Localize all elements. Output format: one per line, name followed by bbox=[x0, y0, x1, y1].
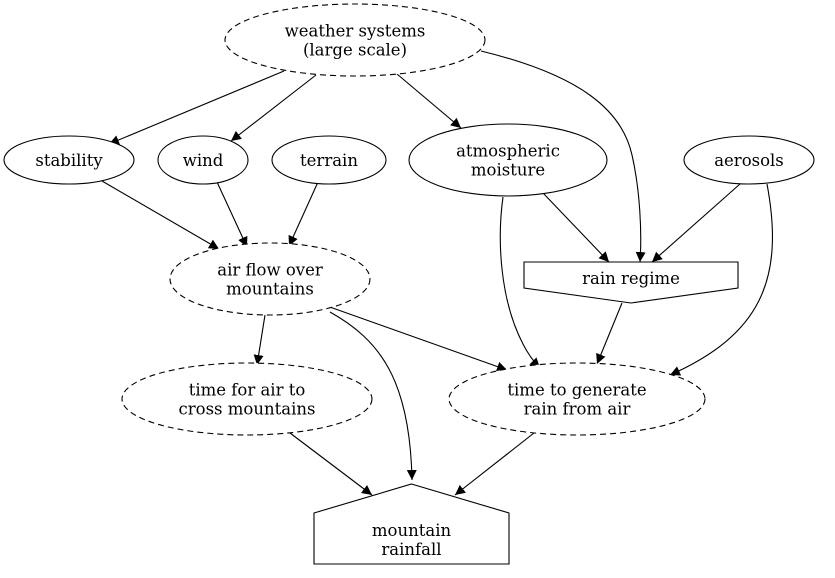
node-label-time-cross-line-1: time for air to bbox=[189, 381, 306, 400]
edge-aerosols-to-time-generate bbox=[669, 183, 773, 376]
node-label-wind: wind bbox=[183, 151, 224, 170]
node-label-time-generate-line-1: time to generate bbox=[507, 381, 646, 400]
node-shape-rain-regime bbox=[523, 261, 739, 304]
edge-atmospheric-moisture-to-time-generate bbox=[499, 196, 541, 369]
edge-weather-systems-to-rain-regime bbox=[480, 50, 646, 263]
edge-time-cross-to-mountain-rainfall bbox=[289, 432, 373, 496]
node-shape-time-generate bbox=[448, 362, 706, 436]
edge-rain-regime-to-time-generate bbox=[596, 302, 623, 365]
node-label-weather-systems-line-1: weather systems bbox=[285, 22, 426, 41]
node-label-time-cross-line-2: cross mountains bbox=[179, 400, 316, 419]
edge-atmospheric-moisture-to-rain-regime bbox=[542, 192, 610, 263]
node-shape-stability bbox=[3, 135, 135, 185]
edge-air-flow-to-mountain-rainfall bbox=[329, 311, 417, 481]
node-label-mountain-rainfall-line-2: rainfall bbox=[381, 540, 441, 559]
node-label-atmospheric-moisture-line-1: atmospheric bbox=[456, 142, 560, 161]
edge-stability-to-air-flow bbox=[101, 180, 220, 250]
node-label-air-flow-line-1: air flow over bbox=[217, 261, 323, 280]
node-shape-atmospheric-moisture bbox=[408, 123, 608, 197]
nodes-layer: weather systems(large scale) stability win… bbox=[3, 3, 815, 565]
node-shape-aerosols bbox=[683, 135, 815, 185]
node-label-aerosols: aerosols bbox=[714, 151, 784, 170]
edge-weather-systems-to-atmospheric-moisture bbox=[396, 73, 462, 129]
node-stability: stability bbox=[3, 135, 135, 185]
edge-weather-systems-to-stability bbox=[108, 70, 285, 145]
node-shape-air-flow bbox=[169, 242, 371, 316]
edge-air-flow-to-time-cross bbox=[253, 314, 266, 366]
node-rain-regime: rain regime bbox=[523, 261, 739, 304]
edge-time-generate-to-mountain-rainfall bbox=[454, 432, 535, 496]
node-shape-terrain bbox=[271, 135, 387, 185]
edge-terrain-to-air-flow bbox=[288, 181, 319, 247]
node-label-terrain: terrain bbox=[300, 151, 358, 170]
node-shape-wind bbox=[157, 135, 249, 185]
edge-wind-to-air-flow bbox=[216, 181, 248, 248]
node-label-rain-regime: rain regime bbox=[582, 269, 680, 288]
node-wind: wind bbox=[157, 135, 249, 185]
edges-layer bbox=[101, 50, 773, 496]
node-aerosols: aerosols bbox=[683, 135, 815, 185]
edge-aerosols-to-rain-regime bbox=[651, 183, 741, 263]
node-terrain: terrain bbox=[271, 135, 387, 185]
node-shape-time-cross bbox=[121, 362, 373, 436]
node-label-mountain-rainfall-line-1: mountain bbox=[372, 521, 452, 540]
node-weather-systems: weather systems(large scale) bbox=[224, 3, 486, 77]
edge-weather-systems-to-wind bbox=[230, 74, 317, 142]
node-shape-mountain-rainfall bbox=[313, 483, 510, 565]
node-label-weather-systems-line-2: (large scale) bbox=[303, 41, 407, 60]
node-label-air-flow-line-2: mountains bbox=[226, 280, 314, 299]
node-label-atmospheric-moisture-line-2: moisture bbox=[471, 161, 545, 180]
node-shape-weather-systems bbox=[224, 3, 486, 77]
node-label-time-generate-line-2: rain from air bbox=[524, 400, 631, 419]
edge-air-flow-to-time-generate bbox=[326, 305, 508, 372]
node-label-stability: stability bbox=[35, 151, 103, 170]
